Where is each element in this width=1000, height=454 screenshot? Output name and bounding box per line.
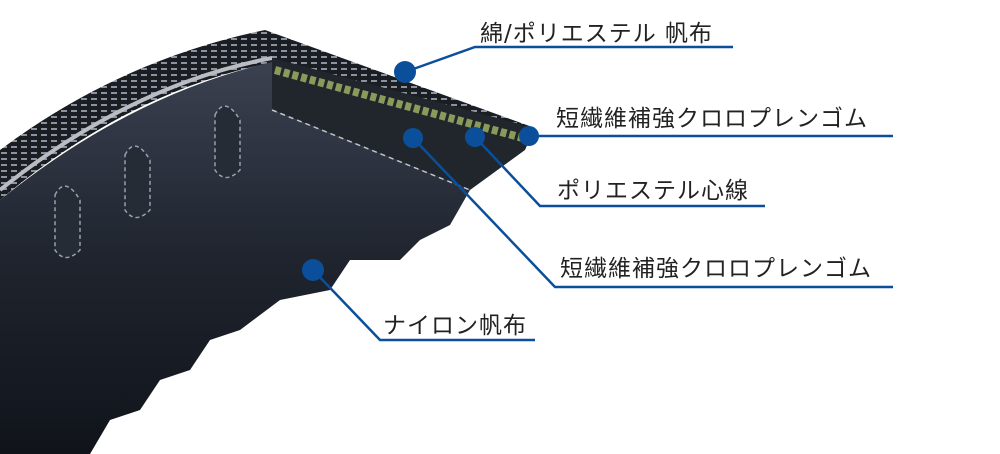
- belt-edge-highlight: [0, 56, 273, 192]
- label-nylon-canvas: ナイロン帆布: [383, 313, 527, 339]
- marker-dot-top-canvas: [394, 61, 416, 83]
- marker-dot-lower-rubber: [403, 128, 423, 148]
- label-lower-rubber: 短繊維補強クロロプレンゴム: [560, 256, 872, 282]
- marker-dot-cord: [465, 127, 485, 147]
- leader-line-lower-rubber: [412, 137, 893, 289]
- top-canvas-layer: [0, 30, 535, 200]
- marker-dot-nylon-canvas: [302, 259, 324, 281]
- leader-line-cord: [474, 136, 765, 208]
- label-upper-rubber: 短繊維補強クロロプレンゴム: [556, 106, 868, 132]
- belt-teeth: [54, 105, 241, 259]
- marker-dot-upper-rubber: [519, 126, 539, 146]
- leader-lines: [312, 45, 893, 342]
- leader-line-top-canvas: [404, 45, 733, 74]
- marker-dots: [302, 61, 539, 281]
- label-cord: ポリエステル心線: [557, 178, 749, 204]
- leader-line-nylon-canvas: [312, 269, 535, 342]
- label-top-canvas: 綿/ポリエステル 帆布: [480, 21, 714, 47]
- belt-body: [0, 62, 470, 454]
- cord-layer: [273, 66, 532, 144]
